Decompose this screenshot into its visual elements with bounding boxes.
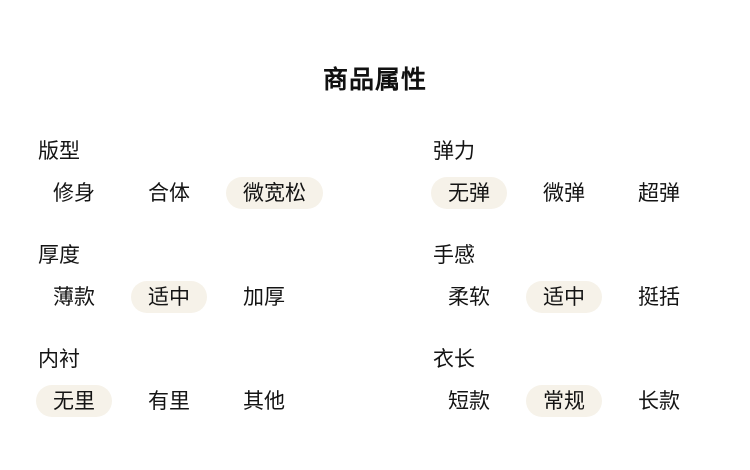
option-thickness-thin[interactable]: 薄款 xyxy=(53,285,95,309)
attribute-options-row: 修身 合体 微宽松 xyxy=(36,177,431,209)
page-title: 商品属性 xyxy=(322,65,427,94)
attribute-options-row: 无里 有里 其他 xyxy=(36,385,431,417)
attribute-group-label: 版型 xyxy=(38,139,80,163)
option-length-long[interactable]: 长款 xyxy=(638,389,680,413)
option-feel-crisp[interactable]: 挺括 xyxy=(638,285,680,309)
option-feel-soft[interactable]: 柔软 xyxy=(448,285,490,309)
option-elasticity-slight[interactable]: 微弹 xyxy=(543,181,585,205)
attribute-group-feel: 手感 柔软 适中 挺括 xyxy=(431,245,750,313)
option-length-regular[interactable]: 常规 xyxy=(526,385,602,417)
attribute-group-label: 手感 xyxy=(433,243,475,267)
option-lining-other[interactable]: 其他 xyxy=(243,389,285,413)
option-length-short[interactable]: 短款 xyxy=(448,389,490,413)
attribute-options-row: 短款 常规 长款 xyxy=(431,385,750,417)
attribute-groups-grid: 版型 修身 合体 微宽松 弹力 无弹 微弹 超弹 厚度 薄款 适中 加厚 xyxy=(36,141,750,417)
option-lining-none[interactable]: 无里 xyxy=(36,385,112,417)
option-thickness-thick[interactable]: 加厚 xyxy=(243,285,285,309)
attribute-group-label: 厚度 xyxy=(38,243,80,267)
option-thickness-medium[interactable]: 适中 xyxy=(131,281,207,313)
attribute-group-garment-length: 衣长 短款 常规 长款 xyxy=(431,349,750,417)
attribute-group-fit: 版型 修身 合体 微宽松 xyxy=(36,141,431,209)
attribute-options-row: 无弹 微弹 超弹 xyxy=(431,177,750,209)
option-elasticity-high[interactable]: 超弹 xyxy=(638,181,680,205)
attribute-group-label: 衣长 xyxy=(433,347,475,371)
attribute-group-lining: 内衬 无里 有里 其他 xyxy=(36,349,431,417)
attribute-group-label: 弹力 xyxy=(433,139,475,163)
attribute-group-thickness: 厚度 薄款 适中 加厚 xyxy=(36,245,431,313)
attribute-options-row: 柔软 适中 挺括 xyxy=(431,281,750,313)
option-elasticity-none[interactable]: 无弹 xyxy=(431,177,507,209)
option-fit-slightly-loose[interactable]: 微宽松 xyxy=(226,177,323,209)
option-fit-regular[interactable]: 合体 xyxy=(148,181,190,205)
option-lining-lined[interactable]: 有里 xyxy=(148,389,190,413)
attribute-options-row: 薄款 适中 加厚 xyxy=(36,281,431,313)
option-fit-slim[interactable]: 修身 xyxy=(53,181,95,205)
option-feel-medium[interactable]: 适中 xyxy=(526,281,602,313)
attribute-group-elasticity: 弹力 无弹 微弹 超弹 xyxy=(431,141,750,209)
attribute-group-label: 内衬 xyxy=(38,347,80,371)
